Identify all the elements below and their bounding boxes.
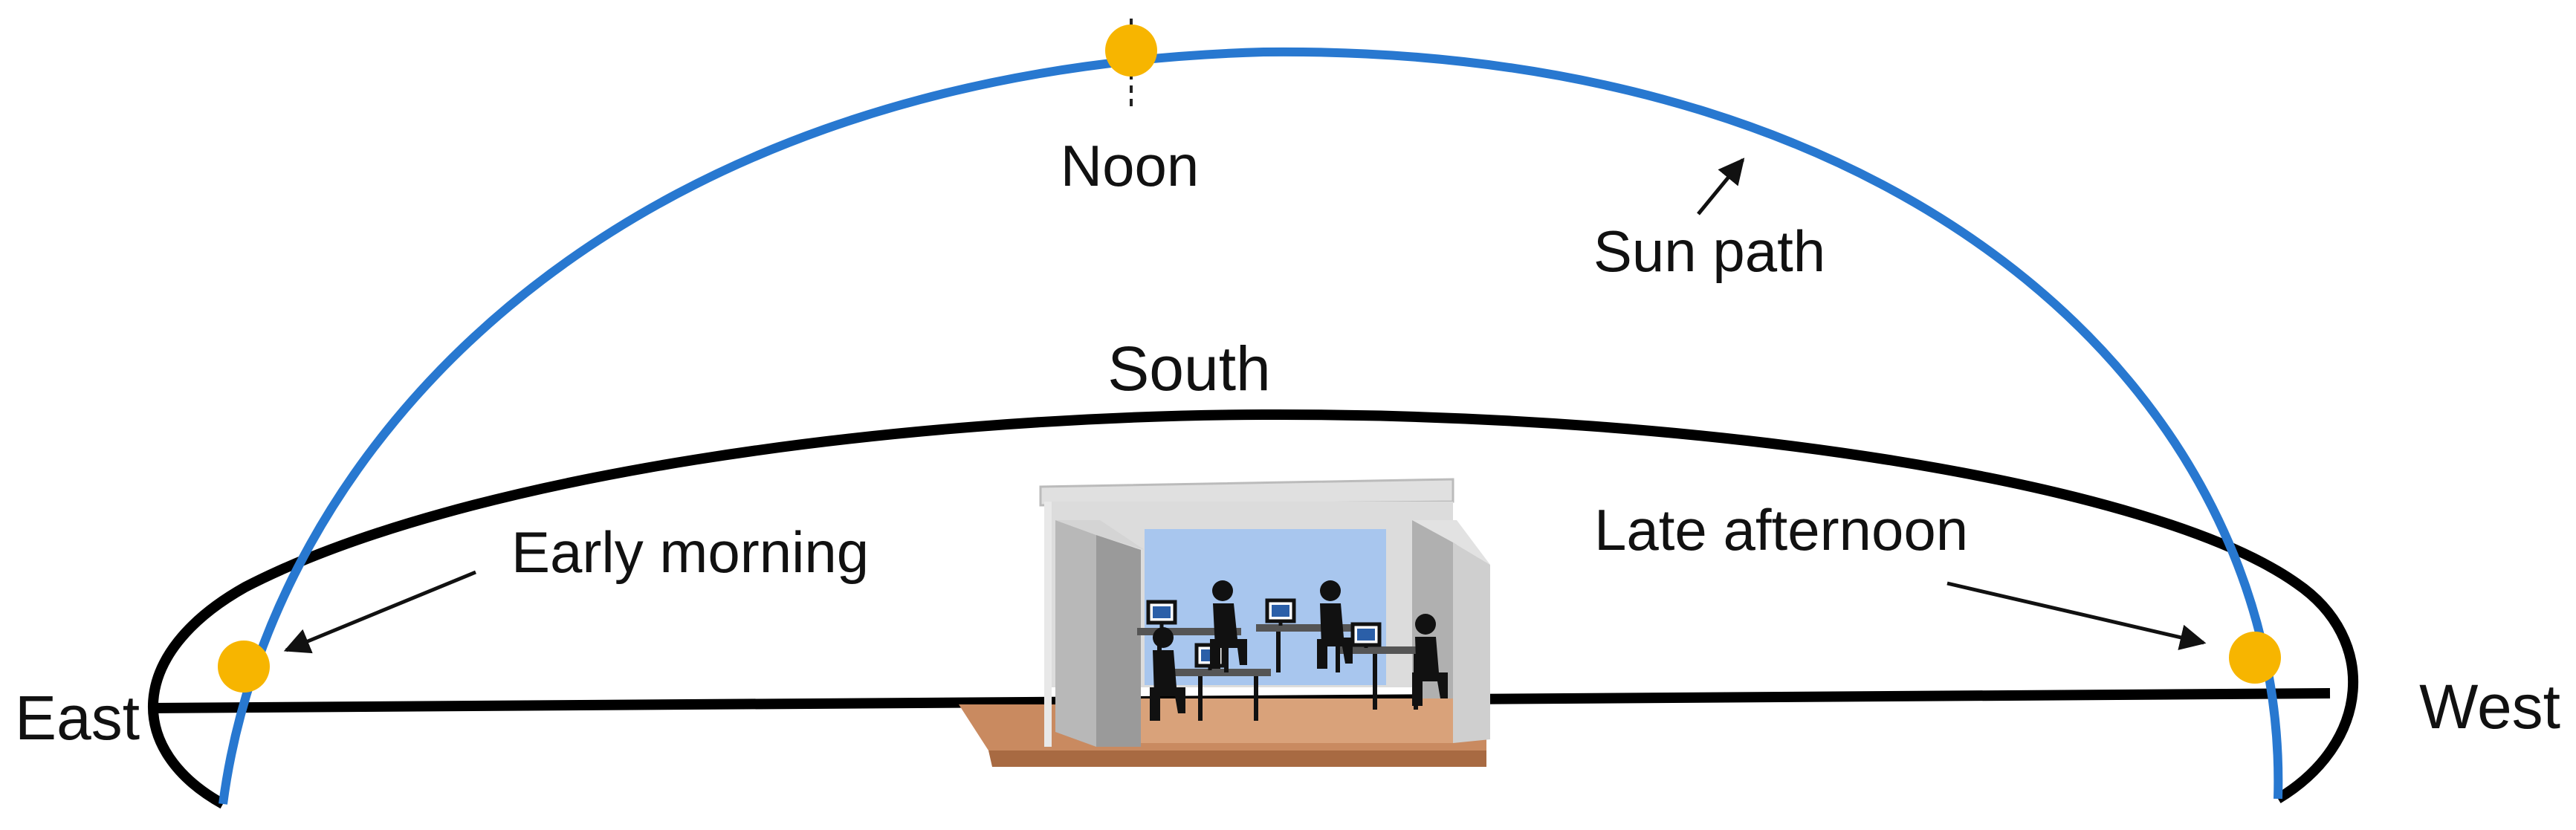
floor-slab-front	[988, 750, 1486, 767]
right-wall-top	[1412, 520, 1490, 565]
left-wall-face	[1055, 520, 1096, 747]
person-icon	[1210, 580, 1247, 669]
sun-afternoon-icon	[2229, 632, 2281, 684]
late-afternoon-arrow	[1946, 581, 2207, 650]
east-label: East	[15, 683, 140, 753]
computer-icon	[1146, 600, 1177, 629]
sun-morning-icon	[218, 641, 270, 693]
roof	[1039, 478, 1454, 507]
computer-icon	[1350, 622, 1382, 648]
office-building	[959, 478, 1490, 767]
early-morning-arrow	[283, 570, 476, 654]
desk	[1338, 646, 1427, 654]
person-icon	[1150, 627, 1185, 721]
sun-path-label: Sun path	[1593, 218, 1825, 284]
noon-label: Noon	[1061, 133, 1199, 198]
sun-noon-icon	[1105, 25, 1157, 77]
early-morning-label: Early morning	[511, 519, 869, 585]
inner-floor	[1141, 698, 1453, 743]
left-wall-front	[1096, 535, 1141, 747]
late-afternoon-label: Late afternoon	[1594, 497, 1968, 562]
left-wall-top	[1055, 520, 1145, 550]
person-icon	[1412, 614, 1448, 706]
person-icon	[1317, 580, 1353, 669]
desk	[1174, 669, 1271, 676]
desk	[1256, 624, 1353, 632]
computer-icon	[1265, 598, 1296, 626]
south-label: South	[1107, 334, 1271, 403]
desk	[1137, 628, 1241, 635]
sun-path-arrow	[1697, 158, 1745, 215]
front-wall	[1044, 502, 1052, 747]
horizon-ellipse	[148, 409, 2359, 809]
west-label: West	[2419, 672, 2560, 742]
sun-path-arc	[219, 47, 2283, 805]
right-wall-front	[1453, 542, 1490, 743]
